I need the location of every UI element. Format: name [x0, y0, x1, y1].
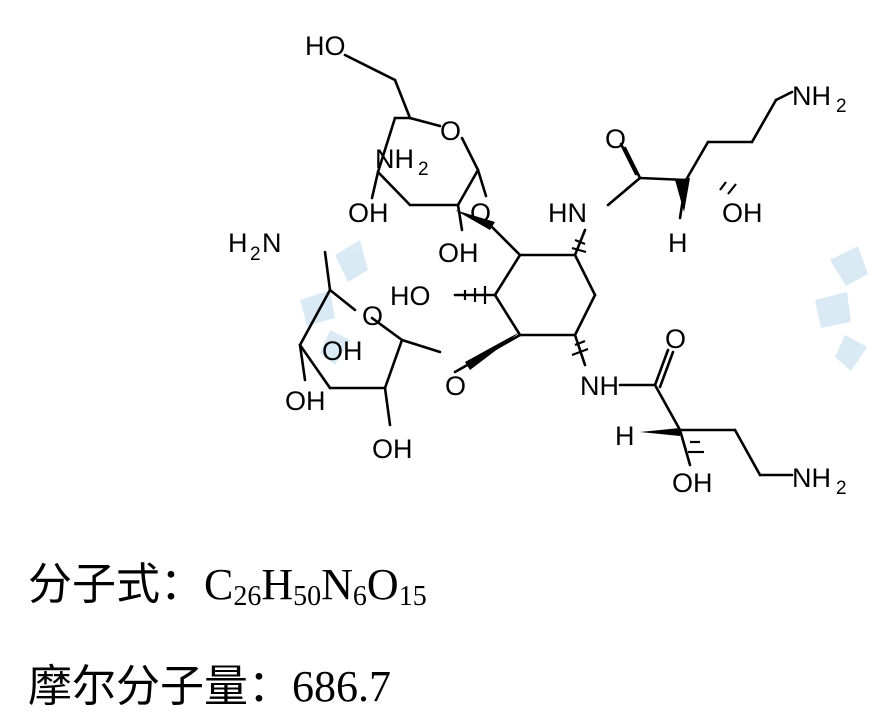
oh-ring-b-bottom-label: OH: [372, 434, 413, 464]
o-link-a-label: O: [470, 198, 491, 228]
formula-label: 分子式：: [28, 560, 204, 609]
wedge-bonds: [455, 178, 690, 436]
oh-bottom-chain-label: OH: [672, 468, 713, 498]
nh2-bottom-right-label: NH: [792, 463, 831, 493]
oh-top-chain-label: OH: [722, 198, 763, 228]
formula-c-count: 26: [233, 581, 262, 612]
h2n-left-label: H: [228, 228, 248, 258]
h2n-left-sub: 2: [250, 244, 261, 265]
o-amide-bottom-label: O: [665, 324, 686, 354]
h-top-chain-label: H: [668, 228, 688, 258]
o-ring-b-label: O: [362, 301, 383, 331]
hn-top-label: HN: [548, 198, 587, 228]
formula-c: C: [204, 560, 234, 609]
hashed-bonds: [463, 181, 737, 454]
o-link-b-label: O: [445, 371, 466, 401]
molecule-structure: HO O NH 2 OH O OH NH 2 O HN OH H H 2 N H…: [228, 31, 868, 499]
oh-ring-a-bottom-label: OH: [438, 238, 479, 268]
nh2-top-right-sub: 2: [836, 96, 847, 117]
ho-top-label: HO: [305, 31, 346, 61]
oh-ring-b-a-label: OH: [322, 336, 363, 366]
o-ring-a-label: O: [440, 116, 461, 146]
nh-bottom-label: NH: [580, 371, 619, 401]
nh2-bottom-right-sub: 2: [836, 478, 847, 499]
oh-ring-a-left-label: OH: [348, 198, 389, 228]
ho-mid-label: HO: [390, 281, 431, 311]
atom-labels: HO O NH 2 OH O OH NH 2 O HN OH H H 2 N H…: [228, 31, 847, 499]
formula-h-count: 50: [293, 581, 322, 612]
formula-o-count: 15: [398, 581, 427, 612]
formula-h: H: [261, 560, 294, 609]
molar-mass-label: 摩尔分子量：: [28, 662, 292, 711]
o-amide-top-label: O: [605, 124, 626, 154]
formula-n-count: 6: [352, 581, 367, 612]
formula-n: N: [321, 560, 353, 609]
oh-ring-b-b-label: OH: [285, 386, 326, 416]
nh2-ring-a-sub: 2: [418, 159, 429, 180]
molecular-formula: 分子式：C26H50N6O15: [28, 548, 427, 613]
bond-lines: [298, 53, 794, 477]
nh2-top-right-label: NH: [792, 81, 831, 111]
h2n-left-n-label: N: [262, 228, 282, 258]
molar-mass-value: 686.7: [292, 662, 391, 711]
nh2-ring-a-label: NH: [375, 144, 414, 174]
formula-o: O: [366, 560, 399, 609]
h-bottom-chain-label: H: [615, 421, 635, 451]
molar-mass: 摩尔分子量：686.7: [28, 650, 391, 714]
